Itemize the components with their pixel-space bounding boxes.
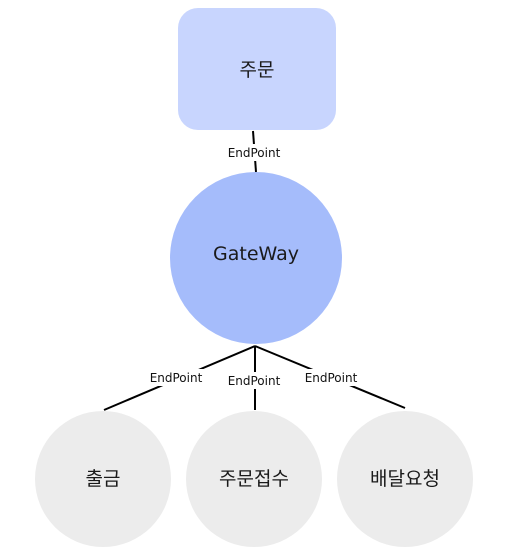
edge-label-gateway-delivery-request: EndPoint bbox=[305, 371, 358, 385]
node-order-label: 주문 bbox=[240, 59, 275, 81]
node-delivery-request-label: 배달요청 bbox=[370, 468, 440, 490]
node-delivery-request: 배달요청 bbox=[337, 411, 473, 547]
node-release-shape bbox=[35, 411, 171, 547]
node-gateway-shape bbox=[170, 172, 342, 344]
node-release: 출금 bbox=[35, 411, 171, 547]
node-order-receipt-label: 주문접수 bbox=[219, 468, 289, 490]
edge-gateway-release: EndPoint bbox=[103, 345, 256, 411]
edge-label-order-gateway: EndPoint bbox=[228, 146, 281, 160]
node-release-label: 출금 bbox=[86, 468, 121, 490]
edge-gateway-delivery-request: EndPoint bbox=[254, 345, 406, 409]
node-delivery-request-shape bbox=[337, 411, 473, 547]
edge-label-gateway-order-receipt: EndPoint bbox=[228, 374, 281, 388]
node-gateway: GateWay bbox=[170, 172, 342, 344]
node-order-shape bbox=[178, 8, 336, 130]
edge-order-gateway: EndPoint bbox=[224, 130, 284, 173]
node-gateway-label: GateWay bbox=[213, 243, 299, 265]
node-order-receipt-shape bbox=[186, 411, 322, 547]
node-order: 주문 bbox=[178, 8, 336, 130]
edge-gateway-order-receipt: EndPoint bbox=[224, 346, 286, 410]
node-order-receipt: 주문접수 bbox=[186, 411, 322, 547]
edge-label-gateway-release: EndPoint bbox=[150, 371, 203, 385]
